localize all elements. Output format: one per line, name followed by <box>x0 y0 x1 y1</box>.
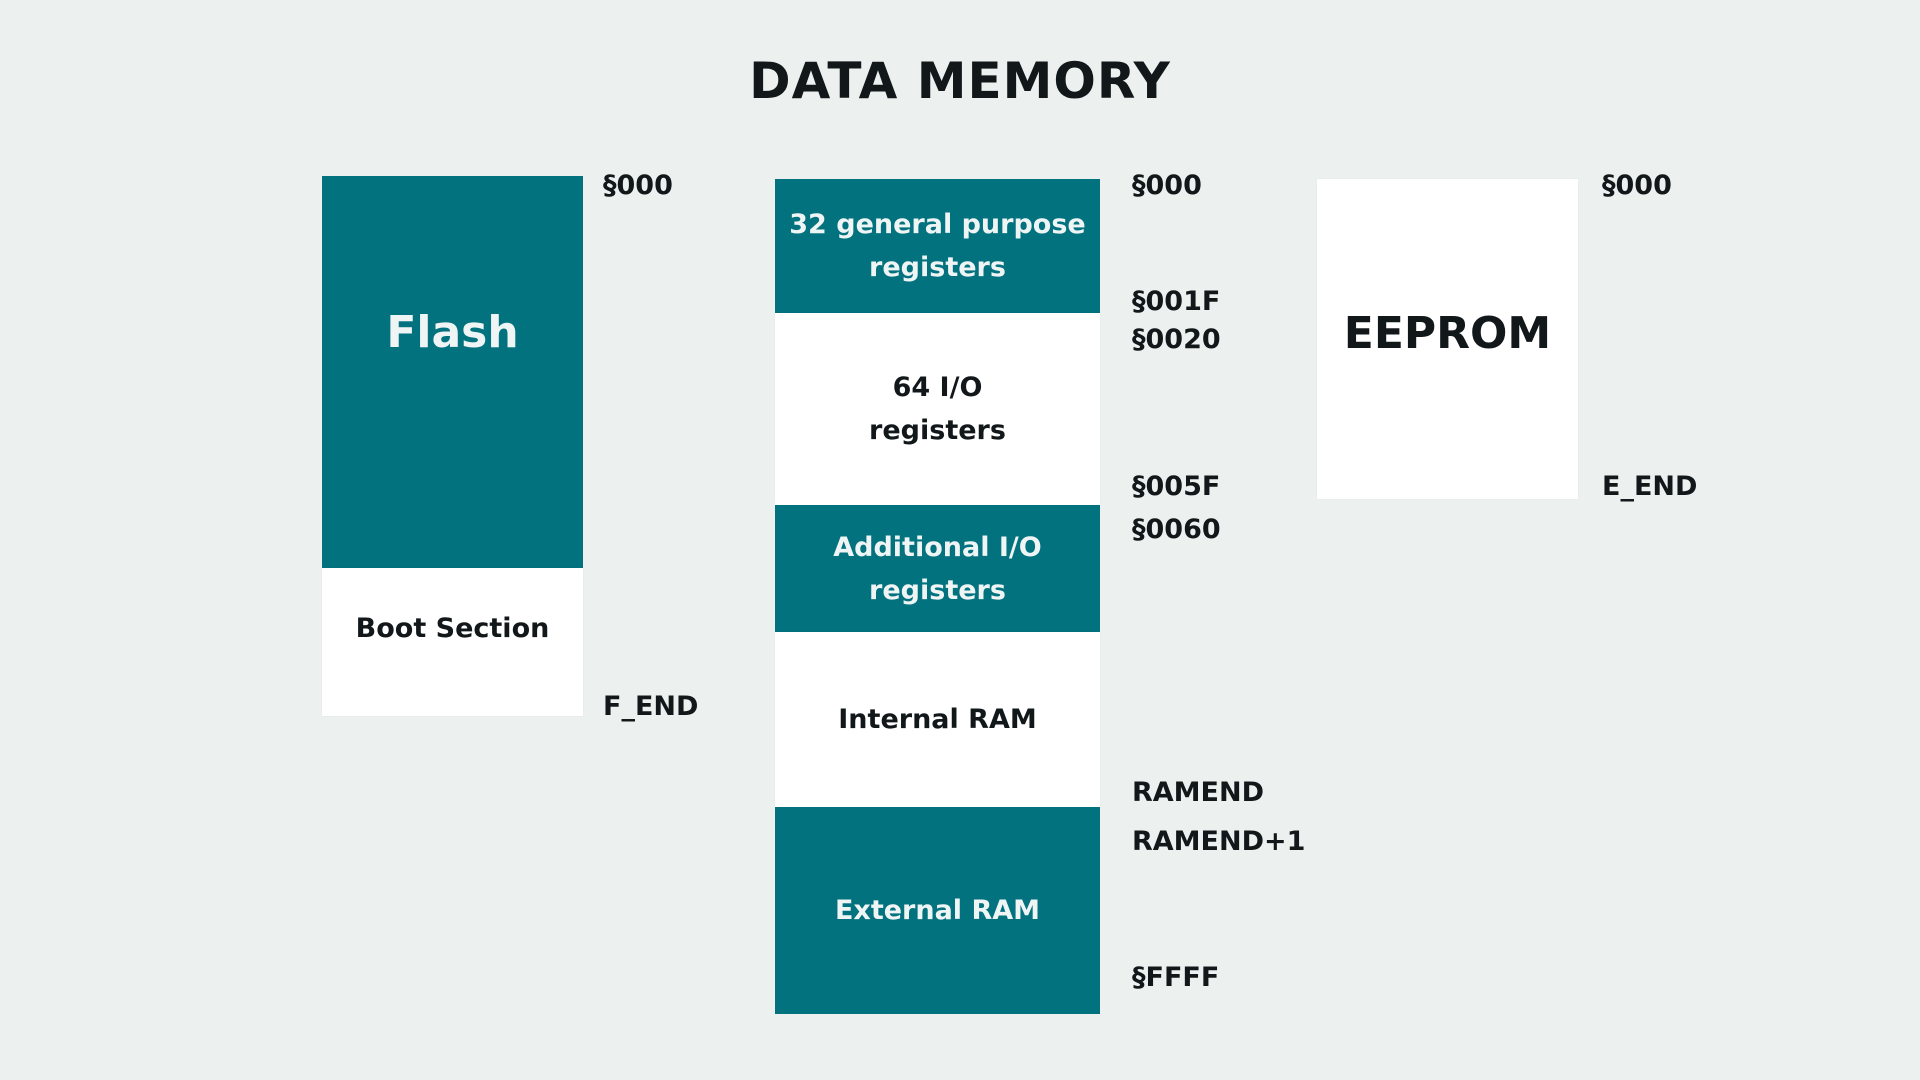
middle-address-001f: §001F <box>1132 286 1221 317</box>
eeprom-label: EEPROM <box>1343 307 1552 359</box>
eeprom-block: EEPROM <box>1317 179 1578 499</box>
middle-address-005f: §005F <box>1132 471 1221 502</box>
general-purpose-registers-label: 32 general purpose registers <box>789 209 1086 283</box>
middle-address-000: §000 <box>1132 170 1202 201</box>
additional-io-registers-block: Additional I/O registers <box>775 505 1100 632</box>
middle-address-0020: §0020 <box>1132 324 1221 355</box>
external-ram-label: External RAM <box>834 895 1041 926</box>
external-ram-block: External RAM <box>775 807 1100 1014</box>
flash-address-end: F_END <box>603 691 699 722</box>
eeprom-address-top: §000 <box>1602 170 1672 201</box>
diagram-title: DATA MEMORY <box>749 52 1171 110</box>
flash-block: Flash <box>322 176 583 568</box>
middle-address-ffff: §FFFF <box>1132 962 1220 993</box>
general-purpose-registers-block: 32 general purpose registers <box>775 179 1100 313</box>
internal-ram-block: Internal RAM <box>775 632 1100 807</box>
eeprom-address-end: E_END <box>1602 471 1698 502</box>
middle-address-0060: §0060 <box>1132 514 1221 545</box>
additional-io-registers-label: Additional I/O registers <box>833 531 1042 606</box>
flash-label: Flash <box>386 306 519 358</box>
io-registers-label: 64 I/O registers <box>869 372 1006 446</box>
middle-address-ramend-plus-1: RAMEND+1 <box>1132 826 1306 857</box>
flash-address-top: §000 <box>603 170 673 201</box>
boot-section-block: Boot Section <box>322 568 583 716</box>
boot-section-label: Boot Section <box>355 612 550 644</box>
io-registers-block: 64 I/O registers <box>775 313 1100 505</box>
middle-address-ramend: RAMEND <box>1132 777 1265 808</box>
internal-ram-label: Internal RAM <box>838 704 1037 735</box>
